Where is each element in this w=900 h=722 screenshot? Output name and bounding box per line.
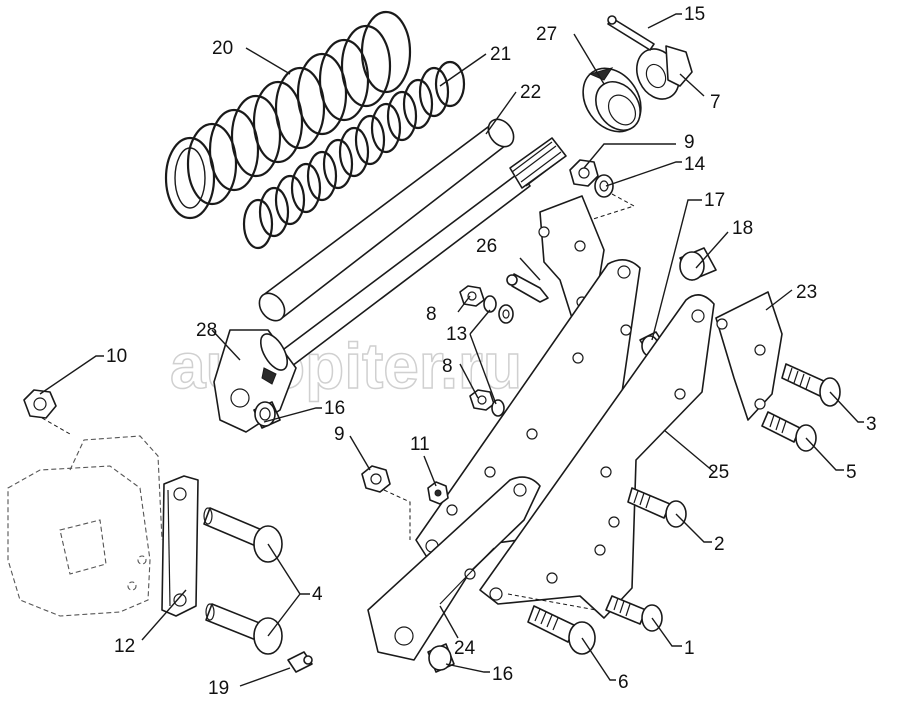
linkage-arm-lower <box>367 476 541 661</box>
label-11: 11 <box>410 434 430 455</box>
nut-10 <box>23 389 57 419</box>
main-side-plate <box>479 294 715 619</box>
assembly-line-lower <box>507 593 597 611</box>
assembly-line-upper <box>589 193 636 221</box>
label-26: 26 <box>476 236 497 257</box>
label-16-upper: 16 <box>324 398 345 419</box>
label-5: 5 <box>846 462 857 483</box>
label-16-lower: 16 <box>492 664 513 685</box>
label-1: 1 <box>684 638 695 659</box>
label-2: 2 <box>714 534 725 555</box>
label-25: 25 <box>708 462 729 483</box>
label-28: 28 <box>196 320 217 341</box>
split-pin <box>607 15 655 51</box>
bolt-5 <box>761 411 817 452</box>
clamp-plate <box>161 475 199 617</box>
small-coil-spring <box>242 60 466 250</box>
bushing-upper <box>253 401 281 429</box>
washer-upper <box>594 174 614 198</box>
label-8-lower: 8 <box>442 356 453 377</box>
leader-lines <box>39 13 864 687</box>
label-24: 24 <box>454 638 476 659</box>
label-12: 12 <box>114 636 135 657</box>
right-bracket <box>715 291 783 421</box>
label-4: 4 <box>312 584 323 605</box>
bolt-3 <box>781 363 841 407</box>
label-3: 3 <box>866 414 877 435</box>
label-15: 15 <box>684 4 705 25</box>
label-18: 18 <box>732 218 753 239</box>
label-22: 22 <box>520 82 541 103</box>
nut-11 <box>427 481 449 505</box>
part-labels: 1 2 3 4 5 6 7 8 8 9 9 10 11 12 13 14 15 … <box>106 4 877 699</box>
assembly-line-left <box>41 417 71 435</box>
adjusting-nut <box>636 45 693 100</box>
bushing-lower <box>427 643 455 673</box>
bolt-2 <box>627 487 687 528</box>
label-21: 21 <box>490 44 511 65</box>
label-23: 23 <box>796 282 817 303</box>
grease-stud <box>506 273 549 303</box>
label-8-upper: 8 <box>426 304 437 325</box>
label-20: 20 <box>212 38 233 59</box>
label-9-lower: 9 <box>334 424 345 445</box>
linkage-arm-upper <box>415 259 641 563</box>
label-10: 10 <box>106 346 127 367</box>
grease-nipple <box>287 651 313 673</box>
label-13: 13 <box>446 324 467 345</box>
spring-tube <box>258 118 515 322</box>
bolt-6 <box>527 605 596 655</box>
label-19: 19 <box>208 678 229 699</box>
nut-8-upper <box>459 285 514 324</box>
bolt-1 <box>605 595 663 632</box>
nut-9-lower <box>361 465 391 493</box>
label-7: 7 <box>710 92 721 113</box>
sleeve <box>679 247 717 281</box>
spring-cup <box>582 67 642 133</box>
nut-upper <box>569 159 599 187</box>
bolt-4-lower <box>205 603 283 655</box>
label-6: 6 <box>618 672 629 693</box>
assembly-line-mid <box>383 489 411 540</box>
label-14: 14 <box>684 154 706 175</box>
label-17: 17 <box>704 190 725 211</box>
label-27: 27 <box>536 24 557 45</box>
label-9-upper: 9 <box>684 132 695 153</box>
hitch-housing-ghost <box>7 435 163 617</box>
large-coil-spring <box>164 10 412 220</box>
bolt-4-upper <box>203 507 283 563</box>
